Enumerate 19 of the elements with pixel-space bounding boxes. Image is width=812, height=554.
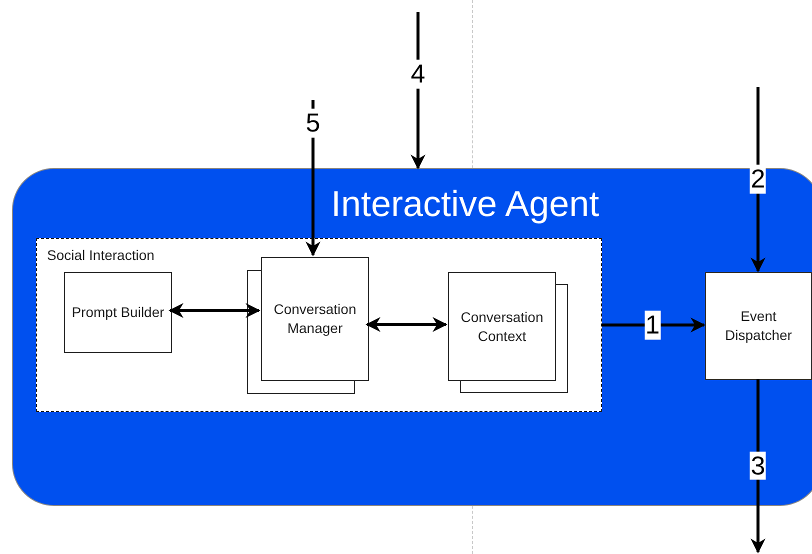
- agent-container: [12, 168, 812, 506]
- box-label: Conversation Context: [460, 308, 544, 346]
- edge-label: 1: [644, 310, 661, 340]
- edge-label: 5: [304, 108, 322, 138]
- process-box: [261, 257, 369, 381]
- edge-label: 3: [750, 451, 766, 480]
- dashed-group: [36, 238, 602, 412]
- group-label: Social Interaction: [47, 247, 154, 263]
- box-label: Event Dispatcher: [724, 307, 793, 345]
- edge-label: 4: [410, 60, 426, 89]
- container-title: Interactive Agent: [331, 183, 600, 225]
- box-label: Conversation Manager: [272, 300, 358, 338]
- process-box: [705, 272, 812, 380]
- arrow: [366, 317, 448, 332]
- arrow: [168, 303, 260, 318]
- process-box: [64, 272, 172, 353]
- edge-label: 2: [750, 164, 766, 194]
- box-label: Prompt Builder: [70, 303, 166, 322]
- process-box: [448, 272, 556, 381]
